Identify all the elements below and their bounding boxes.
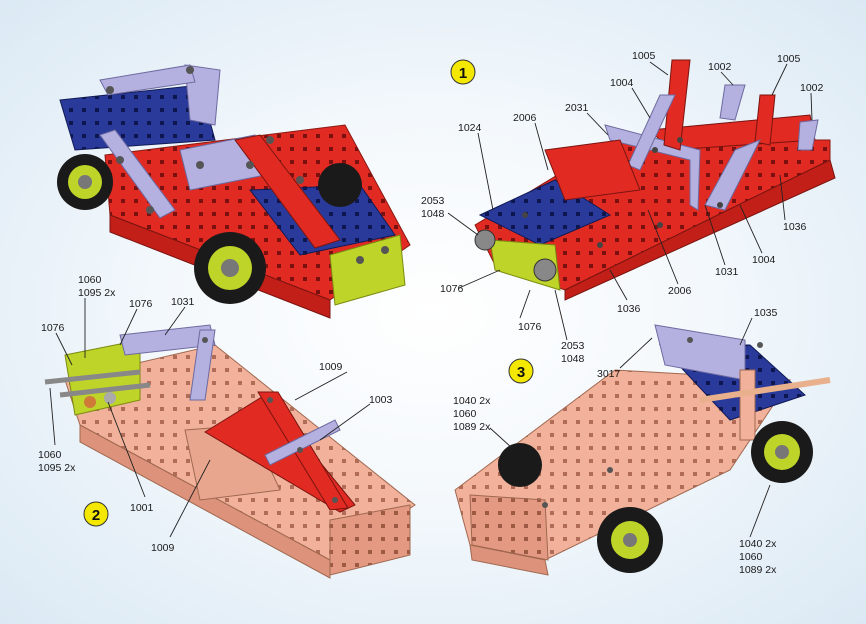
step-badge-1: 1: [450, 59, 476, 85]
car-step-1-parts: [474, 59, 836, 301]
label-1048-b: 1048: [561, 353, 585, 365]
label-1060-b: 1060: [739, 551, 763, 563]
label-2006-b: 2006: [668, 285, 692, 297]
label-1031: 1031: [171, 296, 195, 308]
label-1005-b: 1005: [777, 53, 801, 65]
label-1076-b: 1076: [518, 321, 542, 333]
car-step-2-parts: [44, 324, 416, 579]
step-2-callouts: 1060 1095 2x 1076 1031 1076 1009 1003 10…: [38, 274, 393, 554]
step-3-callouts: 1035 3017 1040 2x 1060 1089 2x 1040 2x 1…: [453, 307, 778, 576]
svg-text:1: 1: [459, 65, 467, 82]
label-1009-a: 1009: [319, 361, 343, 373]
label-1009-b: 1009: [151, 542, 175, 554]
step-badge-3: 3: [508, 358, 534, 384]
label-1036-a: 1036: [783, 221, 807, 233]
label-1035: 1035: [754, 307, 778, 319]
label-1004-b: 1004: [752, 254, 776, 266]
label-1036-b: 1036: [617, 303, 641, 315]
label-1005-a: 1005: [632, 50, 656, 62]
label-1040-a: 1040 2x: [453, 395, 491, 407]
label-1076-a: 1076: [440, 283, 464, 295]
label-2006-a: 2006: [513, 112, 537, 124]
car-step-3-parts: [454, 324, 831, 576]
step-badge-2: 2: [83, 501, 109, 527]
label-2053-a: 2053: [421, 195, 445, 207]
label-2053-b: 2053: [561, 340, 585, 352]
label-1004-a: 1004: [610, 77, 634, 89]
label-1002-b: 1002: [800, 82, 824, 94]
svg-text:2: 2: [92, 507, 100, 524]
label-1060-a: 1060: [78, 274, 102, 286]
label-1076-b: 1076: [41, 322, 65, 334]
label-1002-a: 1002: [708, 61, 732, 73]
label-1003: 1003: [369, 394, 393, 406]
label-1060-a: 1060: [453, 408, 477, 420]
label-2031: 2031: [565, 102, 589, 114]
label-1048-a: 1048: [421, 208, 445, 220]
car-assembled-red: [57, 64, 411, 319]
label-1089-a: 1089 2x: [453, 421, 491, 433]
label-1031: 1031: [715, 266, 739, 278]
label-1095-b: 1095 2x: [38, 462, 76, 474]
label-1040-b: 1040 2x: [739, 538, 777, 550]
label-1089-b: 1089 2x: [739, 564, 777, 576]
step-1-callouts: 1005 1002 1005 1002 1004 2031 2006 1024 …: [421, 50, 824, 365]
label-1024: 1024: [458, 122, 482, 134]
svg-text:3: 3: [517, 364, 525, 381]
label-1060-b: 1060: [38, 449, 62, 461]
label-1095-a: 1095 2x: [78, 287, 116, 299]
label-1001: 1001: [130, 502, 154, 514]
label-1076-a: 1076: [129, 298, 153, 310]
label-3017: 3017: [597, 368, 621, 380]
